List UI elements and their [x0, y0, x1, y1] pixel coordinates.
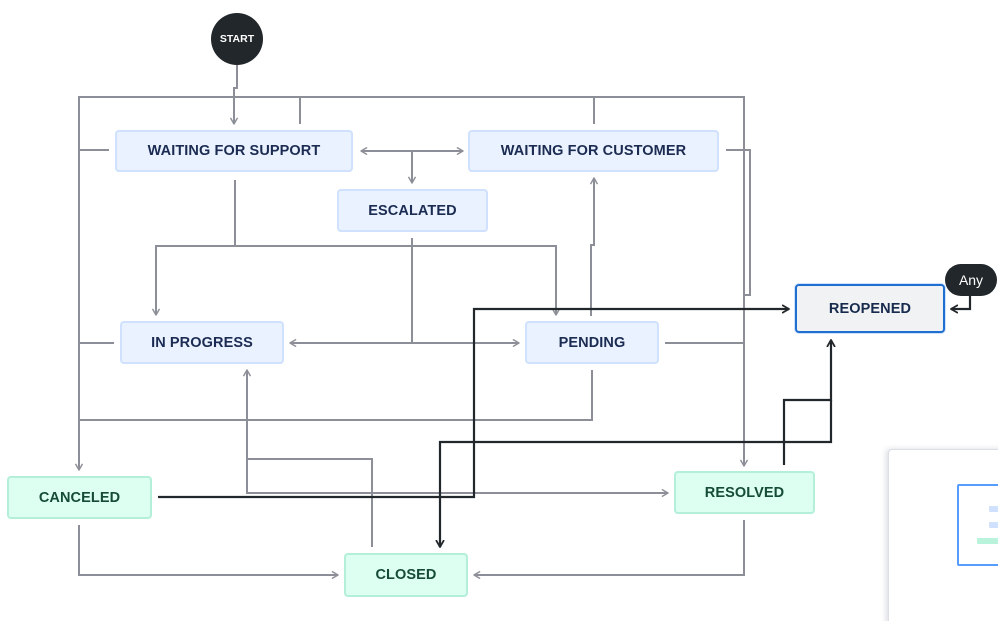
transition-closed-to-in-progress[interactable]	[243, 369, 373, 547]
transition-in-progress-to-resolved[interactable]	[246, 459, 669, 497]
minimap-status	[977, 538, 998, 544]
transition-loop-top[interactable]	[78, 96, 745, 464]
start-node[interactable]: START	[211, 13, 263, 65]
status-resolved[interactable]: RESOLVED	[674, 471, 815, 514]
status-canceled[interactable]: CANCELED	[7, 476, 152, 519]
transition-pending-to-wfc[interactable]	[590, 177, 598, 316]
any-status-node[interactable]: Any	[945, 264, 997, 296]
transition-split-to-in-progress[interactable]	[152, 245, 235, 316]
status-escalated[interactable]: ESCALATED	[337, 189, 488, 232]
status-closed[interactable]: CLOSED	[344, 553, 468, 597]
minimap-panel	[888, 449, 998, 621]
transition-start-to-waiting-for-support[interactable]	[230, 65, 238, 125]
transition-any-to-reopened[interactable]	[950, 296, 972, 314]
status-waiting-for-customer[interactable]: WAITING FOR CUSTOMER	[468, 130, 719, 172]
status-pending[interactable]: PENDING	[525, 321, 659, 364]
transition-reopened-to-closed[interactable]	[435, 400, 833, 548]
transition-resolved-to-closed[interactable]	[473, 520, 745, 579]
transition-wfc-right	[726, 149, 751, 296]
minimap-viewport[interactable]	[957, 484, 998, 566]
transition-canceled-to-reopened[interactable]	[158, 304, 790, 499]
status-reopened[interactable]: REOPENED	[795, 284, 945, 333]
transition-canceled-to-closed[interactable]	[78, 525, 339, 579]
status-waiting-for-support[interactable]: WAITING FOR SUPPORT	[115, 130, 353, 172]
transition-resolved-to-reopened[interactable]	[782, 339, 836, 465]
status-in-progress[interactable]: IN PROGRESS	[120, 321, 284, 364]
transition-split-to-pending[interactable]	[235, 245, 560, 316]
minimap-status	[989, 506, 998, 512]
transition-pending-loop	[79, 370, 593, 421]
minimap-status	[989, 522, 998, 528]
